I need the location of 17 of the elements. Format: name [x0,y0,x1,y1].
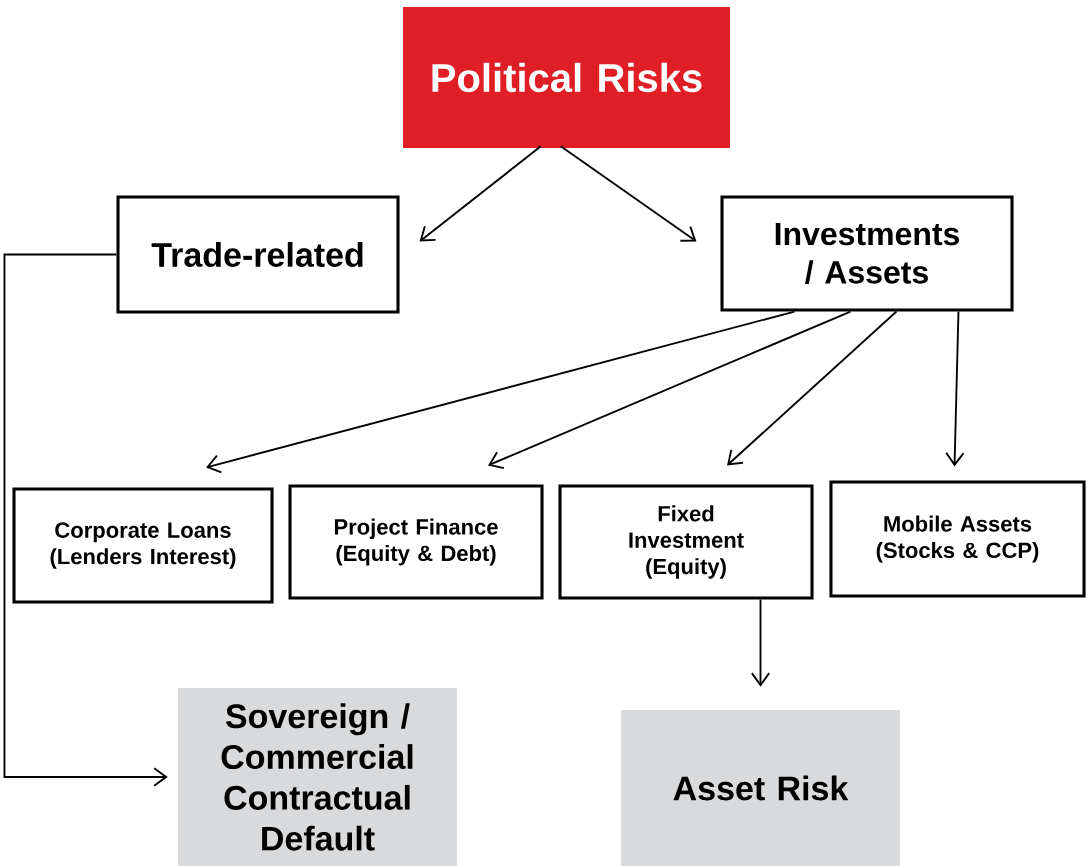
arrow [488,310,852,470]
category-box: Corporate Loans (Lenders Interest) [12,487,274,604]
category-box: Mobile Assets (Stocks & CCP) [829,480,1086,598]
outcome-box: Sovereign / Commercial Contractual Default [178,688,457,866]
arrow [727,310,898,466]
arrow [419,145,542,242]
title-box: Political Risks [403,6,730,149]
arrow [559,145,697,242]
arrow [945,310,965,467]
category-box: Fixed Investment (Equity) [558,484,814,600]
arrow [3,253,168,787]
category-box: Project Finance (Equity & Debt) [288,484,544,600]
category-box: Trade-related [116,195,400,314]
outcome-box: Asset Risk [621,710,900,866]
arrow [206,310,796,474]
category-box: Investments / Assets [720,195,1014,312]
arrow [750,598,771,687]
